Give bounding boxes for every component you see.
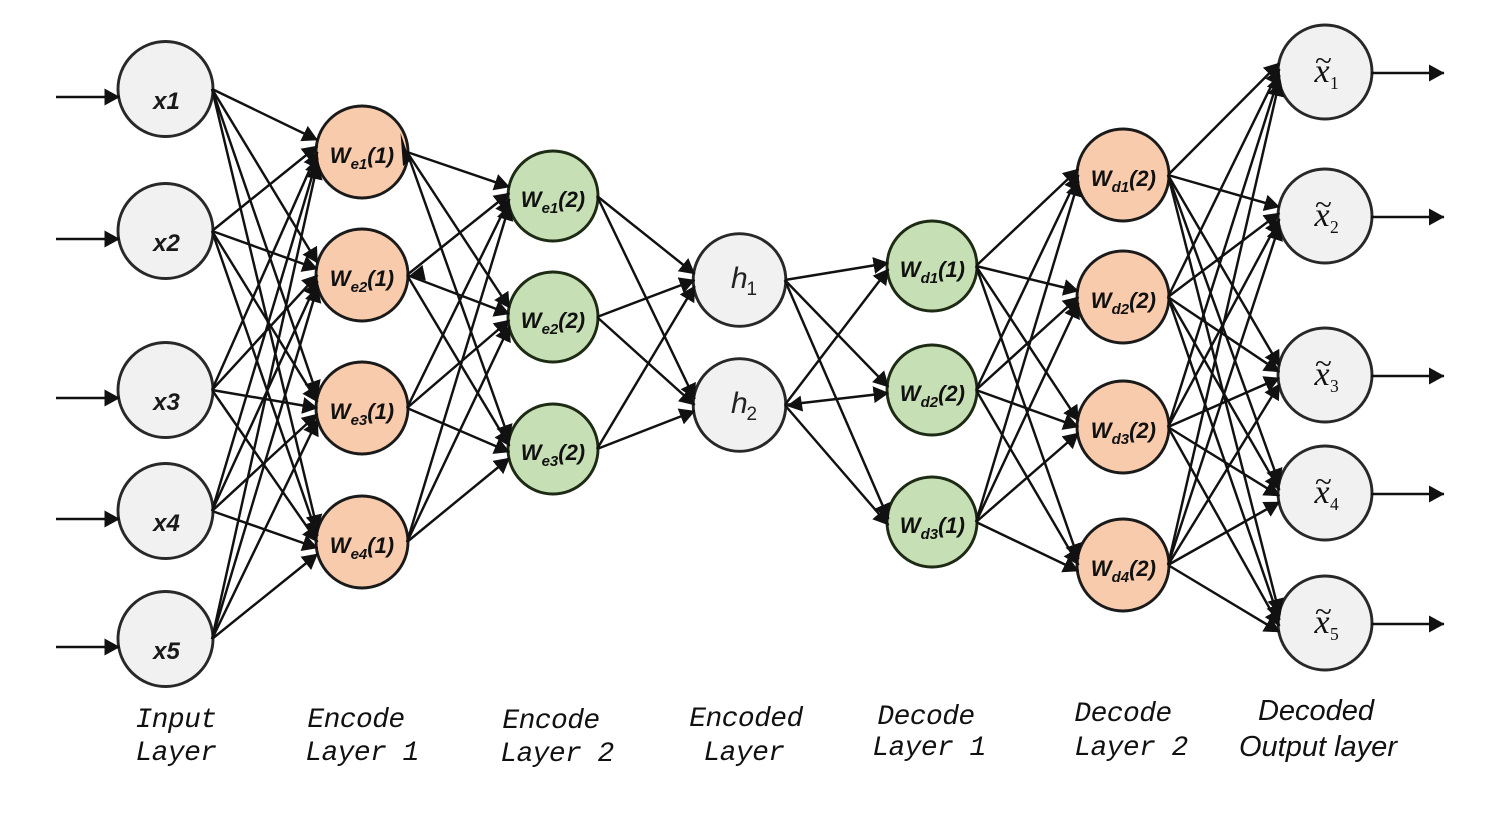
svg-text:h: h — [731, 387, 748, 420]
svg-text:Decode: Decode — [877, 702, 974, 733]
svg-text:x: x — [1313, 197, 1329, 234]
svg-text:1: 1 — [747, 279, 758, 300]
svg-text:Layer 2: Layer 2 — [1074, 733, 1187, 764]
svg-text:x: x — [1313, 356, 1329, 393]
svg-text:~: ~ — [1315, 594, 1332, 629]
svg-text:~: ~ — [1315, 43, 1332, 78]
svg-text:Encode: Encode — [502, 706, 599, 737]
svg-text:x4: x4 — [151, 510, 180, 537]
svg-text:Encode: Encode — [307, 705, 404, 736]
svg-text:~: ~ — [1315, 464, 1332, 499]
svg-text:x5: x5 — [151, 638, 180, 665]
svg-text:Layer: Layer — [135, 738, 216, 769]
svg-text:3: 3 — [1330, 376, 1339, 396]
svg-text:Layer 2: Layer 2 — [500, 739, 613, 770]
svg-text:~: ~ — [1315, 187, 1332, 222]
svg-text:x: x — [1313, 604, 1329, 641]
svg-text:Output layer: Output layer — [1239, 731, 1398, 763]
svg-text:h: h — [731, 262, 748, 295]
svg-text:x2: x2 — [151, 230, 180, 257]
svg-text:1: 1 — [1330, 73, 1339, 93]
svg-text:x: x — [1313, 474, 1329, 511]
svg-text:Encoded: Encoded — [689, 704, 803, 735]
svg-text:Decoded: Decoded — [1258, 695, 1375, 727]
svg-text:5: 5 — [1330, 624, 1339, 644]
svg-text:Layer: Layer — [703, 738, 784, 769]
svg-text:2: 2 — [747, 404, 758, 425]
svg-text:x: x — [1313, 53, 1329, 90]
svg-text:Wd3(1): Wd3(1) — [900, 513, 965, 543]
svg-text:x3: x3 — [151, 389, 180, 416]
svg-text:Layer 1: Layer 1 — [305, 738, 418, 769]
svg-text:x1: x1 — [151, 88, 180, 115]
svg-text:2: 2 — [1330, 217, 1339, 237]
svg-text:Input: Input — [135, 705, 216, 736]
svg-text:Layer 1: Layer 1 — [872, 733, 985, 764]
svg-text:~: ~ — [1315, 346, 1332, 381]
svg-text:Decode: Decode — [1074, 699, 1171, 730]
svg-text:4: 4 — [1330, 494, 1339, 514]
